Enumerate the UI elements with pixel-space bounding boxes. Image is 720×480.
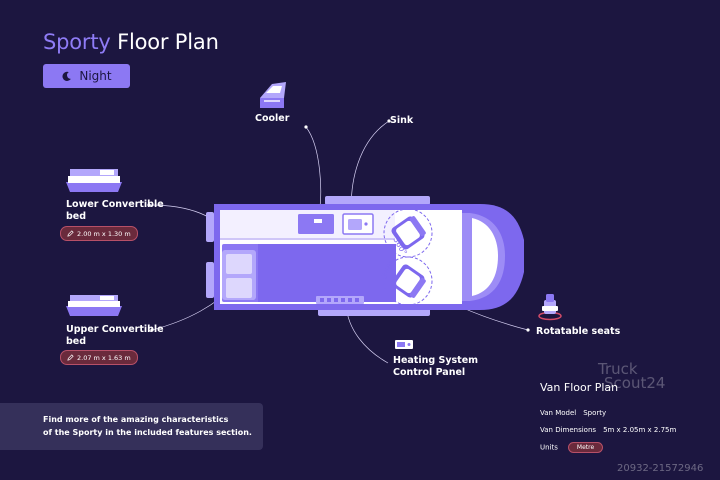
lower-bed-icon[interactable] [66,169,122,192]
rotatable-seats-label: Rotatable seats [536,326,621,337]
spec-model-value: Sporty [583,409,607,417]
spec-model-label: Van Model [540,409,577,417]
rotatable-seat-icon[interactable] [538,294,562,321]
night-mode-button[interactable]: Night [43,64,130,88]
specs-title: Van Floor Plan [540,381,619,394]
leader-dot-upper-bed [150,328,154,332]
spec-units-row: Units Metre [540,442,604,453]
sink-label: Sink [390,115,414,126]
lower-bed-label: Lower Convertible bed [66,199,164,222]
cooler-icon[interactable] [260,82,286,108]
upper-bed-icon[interactable] [66,295,122,316]
watermark-logo: Truck Scout24 [598,360,666,392]
lower-bed-dimensions-badge: 2.00 m x 1.30 m [60,226,138,241]
van-floor-plan[interactable]: 360° 360° [206,196,524,316]
upper-bed-label: Upper Convertible bed [66,324,164,347]
leader-dot-cooler [304,125,308,129]
features-info-box: Find more of the amazing characteristics… [0,403,263,450]
leader-dot-sink [387,119,391,123]
moon-icon [62,71,72,81]
units-toggle-button[interactable]: Metre [567,442,604,453]
night-mode-label: Night [79,69,112,83]
pencil-icon [67,354,74,361]
spec-units-label: Units [540,443,558,452]
spec-dimensions-label: Van Dimensions [540,426,597,434]
info-text-line-2: of the Sporty in the included features s… [43,428,252,437]
info-text-line-1: Find more of the amazing characteristics [43,415,229,424]
heating-panel-icon[interactable] [395,340,413,349]
title-rest: Floor Plan [110,30,219,54]
leader-dot-lower-bed [147,203,151,207]
spec-model-row: Van Model Sporty [540,409,606,417]
title-accent: Sporty [43,30,111,54]
leader-dot-seats [526,328,530,332]
spec-dimensions-row: Van Dimensions 5m x 2.05m x 2.75m [540,426,676,434]
heating-label: Heating System Control Panel [393,355,479,378]
pencil-icon [67,230,74,237]
watermark-id: 20932-21572946 [617,463,704,474]
spec-dimensions-value: 5m x 2.05m x 2.75m [603,426,677,434]
cooler-label: Cooler [255,113,290,124]
page-title: Sporty Floor Plan [43,30,219,54]
upper-bed-dimensions-badge: 2.07 m x 1.63 m [60,350,138,365]
